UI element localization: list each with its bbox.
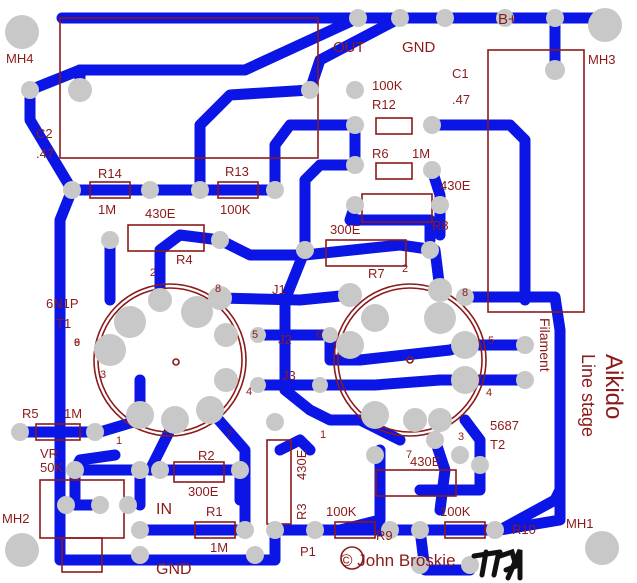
r1-label: R1 (206, 504, 223, 519)
pin-number: 6 (74, 337, 80, 349)
r5-value: 1M (64, 406, 82, 421)
r4-label: R4 (176, 252, 193, 267)
pin-number: 2 (150, 267, 156, 279)
r14-label: R14 (98, 166, 122, 181)
tube-t2-inner (337, 287, 483, 433)
j3-label: J3 (282, 368, 296, 383)
mh4-label: MH4 (6, 51, 33, 66)
t1-label: T1 (56, 316, 71, 331)
r6-value: 1M (412, 146, 430, 161)
bplus-label: B+ (498, 11, 517, 28)
copyright-circle (340, 546, 364, 570)
pin-number: 2 (402, 263, 408, 275)
pin-number: 6 (316, 329, 322, 341)
pads (5, 8, 622, 574)
r5-body (35, 423, 81, 441)
r4-value: 430E (145, 206, 176, 221)
c2-value: .47 (36, 146, 54, 161)
c1-label: C1 (452, 66, 469, 81)
r10-label: R10 (512, 522, 536, 537)
r1-body (194, 521, 236, 539)
r14-value: 1M (98, 202, 116, 217)
in-label: IN (156, 501, 172, 518)
signature-mark (471, 548, 523, 581)
pin-number: 9 (74, 337, 80, 349)
r8-label: R8 (432, 218, 449, 233)
pin-number: 3 (100, 369, 106, 381)
r10-body (444, 521, 486, 539)
line-stage-title: Line stage (578, 354, 598, 437)
r3-label: R3 (294, 503, 309, 520)
j1-label: J1 (272, 282, 286, 297)
r12-value: 100K (372, 78, 403, 93)
pin-number: 3 (458, 431, 464, 443)
pin-number: 7 (406, 449, 412, 461)
r9-value: 100K (326, 504, 357, 519)
r7-body (325, 239, 407, 267)
r8-top-value: 430E (440, 178, 471, 193)
r5b-value: 430E (410, 454, 441, 469)
vr-shaft (61, 537, 103, 573)
mh2-label: MH2 (2, 511, 29, 526)
tube-t2-outline (333, 283, 487, 437)
pin-number: 8 (215, 283, 221, 295)
r3-value: 430E (294, 449, 309, 480)
c1-outline (487, 49, 585, 313)
t2-type: 5687 (490, 418, 519, 433)
tube-pin-numbers: 2 8 5 4 6 1 7 3 9 2 8 6 5 4 1 7 3 (74, 263, 494, 461)
pin-number: 4 (486, 387, 492, 399)
r9-body (334, 521, 376, 539)
copyright-text: © John Broskie (340, 551, 456, 570)
r2-body (173, 461, 225, 483)
pin-number: 7 (226, 429, 232, 441)
r5-label: R5 (22, 406, 39, 421)
r13-label: R13 (225, 164, 249, 179)
r13-value: 100K (220, 202, 251, 217)
tube-t1-center (172, 358, 180, 366)
vr-label: VR (40, 446, 58, 461)
c2-label: C2 (36, 126, 53, 141)
mh3-label: MH3 (588, 52, 615, 67)
pin-number: 1 (320, 429, 326, 441)
out-label: OUT (333, 39, 365, 56)
r7-value: 300E (330, 222, 361, 237)
tube-t1-outline (93, 283, 247, 437)
r10-value: 100K (440, 504, 471, 519)
r9-label: R9 (376, 528, 393, 543)
p1-label: P1 (300, 544, 316, 559)
r7-label: R7 (368, 266, 385, 281)
pin-number: 5 (488, 335, 494, 347)
vr-value: 50K (40, 460, 63, 475)
gnd-bottom-label: GND (156, 561, 192, 578)
t1-type: 6N1P (46, 296, 79, 311)
pin-number: 1 (116, 435, 122, 447)
silkscreen-labels: MH4 MH3 MH2 MH1 OUT GND B+ C1 .47 C2 .47… (2, 11, 627, 578)
filament-label: Filament (537, 318, 553, 372)
t2-label: T2 (490, 437, 505, 452)
pin-number: 8 (462, 287, 468, 299)
aikido-title: Aikido (600, 354, 627, 419)
pin-number: 4 (246, 386, 252, 398)
r6-label: R6 (372, 146, 389, 161)
r2-value: 300E (188, 484, 219, 499)
copper-traces (14, 12, 606, 576)
r14-body (89, 181, 131, 199)
c1-value: .47 (452, 92, 470, 107)
r5b-body (375, 469, 457, 497)
r12-label: R12 (372, 97, 396, 112)
pin-number: 5 (252, 329, 258, 341)
tube-t2-center (406, 356, 414, 364)
r12-body (375, 117, 413, 135)
r13-body (217, 181, 259, 199)
gnd-top-label: GND (402, 39, 436, 56)
mh1-label: MH1 (566, 516, 593, 531)
r4-body (127, 224, 205, 252)
j2-label: J2 (278, 332, 292, 347)
r2-label: R2 (198, 448, 215, 463)
r6-body (375, 162, 413, 180)
r1-value: 1M (210, 540, 228, 555)
